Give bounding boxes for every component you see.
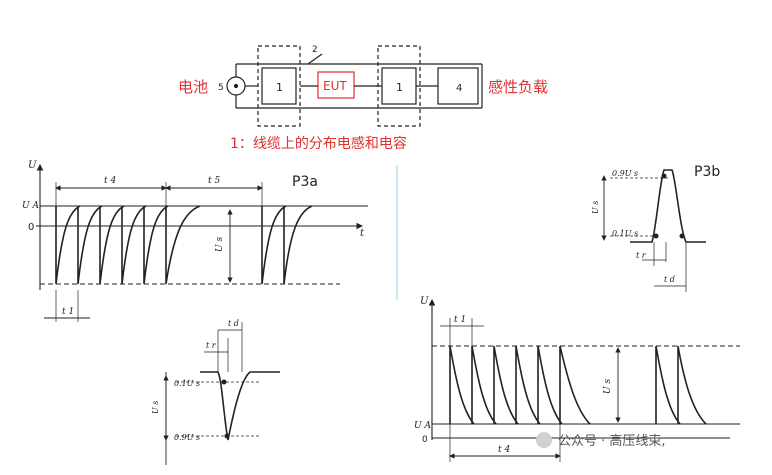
p3b-train-label-zero: 0 — [422, 435, 428, 445]
p3b-label-01: 0.1U s — [612, 229, 638, 238]
line-box-left — [261, 67, 297, 105]
p3b-train-label-u: U — [420, 296, 429, 307]
wechat-logo-icon — [536, 432, 552, 448]
p3b-label-09: 0.9U s — [612, 169, 638, 178]
p3b-detail-pulse — [601, 169, 706, 292]
label-load-num: 4 — [456, 83, 462, 94]
p3b-pulse-train — [428, 298, 740, 462]
p3a-label-t5: t 5 — [208, 176, 220, 186]
p3a-label-t: t — [360, 228, 365, 239]
p3a-detail-point-01 — [221, 379, 227, 385]
p3b-train-label-us: U s — [603, 379, 613, 394]
p3a-detail-waveform — [200, 371, 280, 441]
p3a-label-t4: t 4 — [104, 176, 116, 186]
p3b-label-td: t d — [664, 275, 675, 284]
p3b-waveform — [630, 169, 706, 243]
line-box-left-dashed — [257, 45, 301, 127]
label-box-left: 1 — [276, 81, 283, 94]
circuit-diagram — [226, 45, 483, 127]
p3a-label-zero: 0 — [28, 222, 34, 233]
label-box-mid: 1 — [396, 81, 403, 94]
p3b-point-09 — [661, 173, 667, 179]
p3a-label-u: U — [28, 160, 37, 171]
watermark-text: 公众号 · 高压线束, — [558, 433, 666, 449]
p3b-label-tr: t r — [636, 251, 647, 260]
p3a-detail-point-09 — [224, 433, 230, 439]
p3a-pulse-train — [36, 163, 368, 322]
p3b-point-01b — [679, 233, 685, 239]
p3a-detail-tr: t r — [206, 341, 217, 350]
p3a-pulses — [55, 205, 313, 285]
p3a-detail-label-09: 0.9U s — [174, 433, 200, 442]
p3a-label-t1: t 1 — [62, 307, 74, 317]
p3b-point-01 — [653, 233, 659, 239]
label-source-num: 5 — [218, 83, 224, 93]
p3a-label-us: U s — [215, 237, 225, 252]
p3a-detail-label-01: 0.1U s — [174, 379, 200, 388]
p3b-label-us: U s — [591, 201, 600, 214]
watermark: 公众号 · 高压线束, — [536, 432, 666, 449]
switch-symbol — [307, 53, 323, 65]
p3a-detail-td: t d — [228, 319, 239, 328]
p3b-pulses — [449, 345, 707, 425]
circuit-caption: 1：线缆上的分布电感和电容 — [230, 135, 407, 152]
p3b-train-label-ua: U A — [414, 421, 431, 431]
label-load: 感性负载 — [488, 78, 548, 96]
p3b-title: P3b — [694, 164, 720, 180]
eut-box — [317, 71, 355, 99]
p3b-train-label-t4: t 4 — [498, 445, 510, 455]
p3a-detail-pulse — [163, 322, 280, 465]
label-switch-num: 2 — [312, 45, 318, 55]
p3a-label-ua: U A — [22, 201, 39, 211]
p3b-train-label-t1: t 1 — [454, 315, 466, 325]
p3a-detail-label-us: U s — [151, 401, 160, 414]
label-eut: EUT — [323, 79, 347, 93]
p3a-title: P3a — [292, 174, 318, 190]
label-battery: 电池 — [178, 78, 208, 96]
